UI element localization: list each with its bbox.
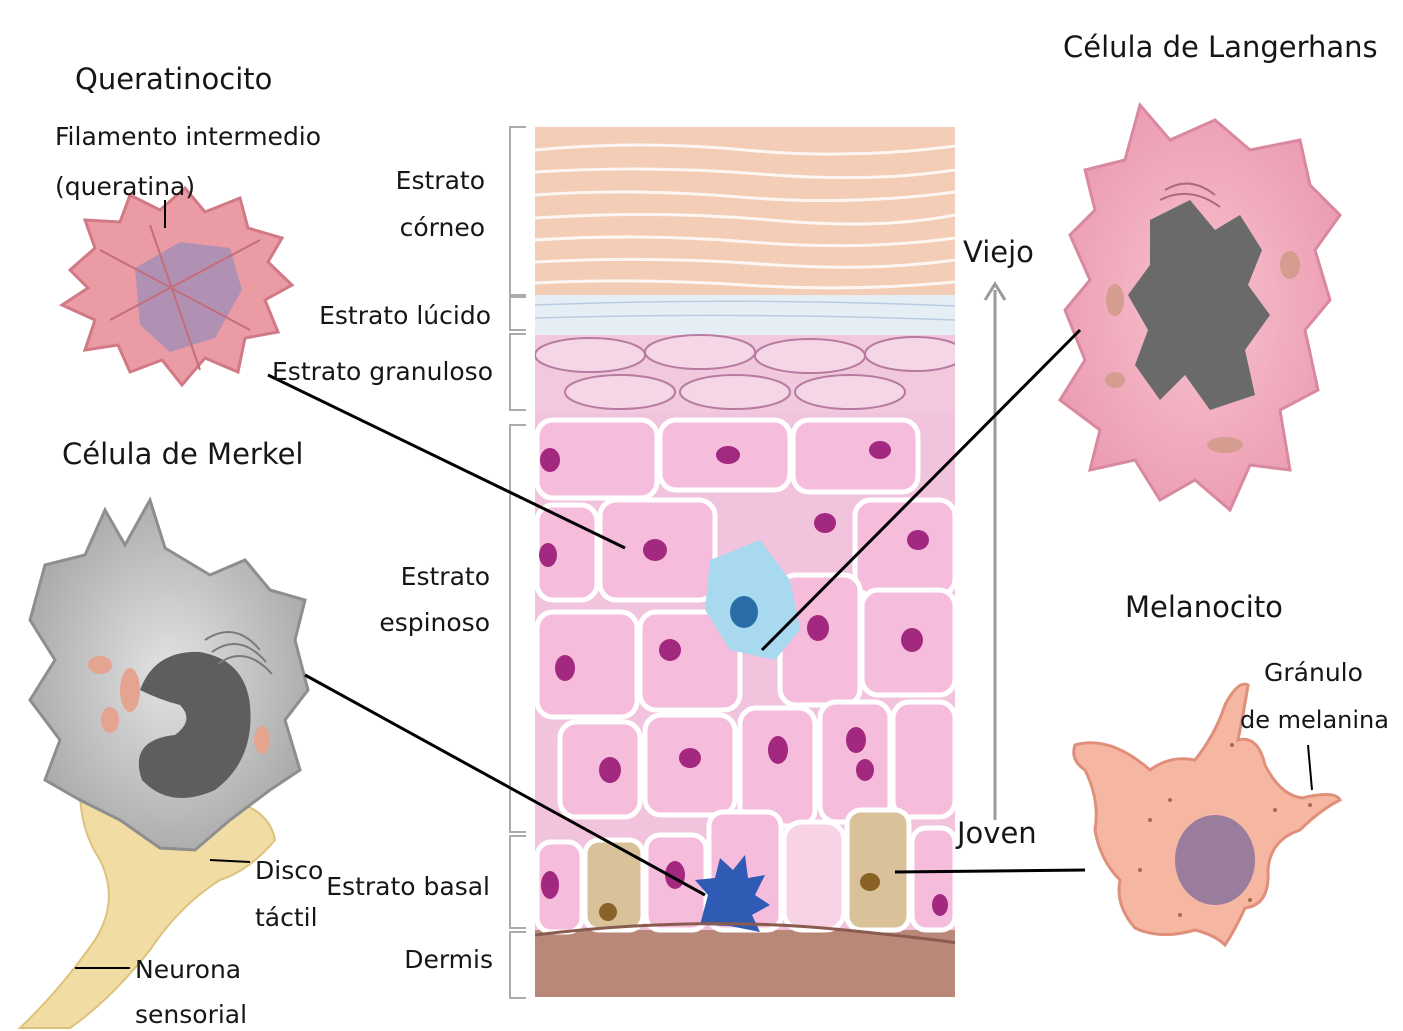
langerhans-cell xyxy=(1060,105,1340,510)
estrato-basal-label: Estrato basal xyxy=(326,872,490,902)
estrato-corneo-label-line2: córneo xyxy=(400,213,485,243)
epidermis-tissue xyxy=(535,127,965,1000)
layer-brackets xyxy=(510,127,526,998)
lucido-layer xyxy=(535,293,955,335)
granulo-label-line1: Gránulo xyxy=(1264,658,1363,688)
queratinocito-title: Queratinocito xyxy=(75,62,272,96)
merkel-cell xyxy=(20,500,308,1028)
viejo-label: Viejo xyxy=(963,235,1034,269)
neurona-label-line1: Neurona xyxy=(135,955,241,985)
neurona-label-line2: sensorial xyxy=(135,1000,247,1030)
disco-label-line1: Disco xyxy=(255,856,323,886)
age-arrow xyxy=(985,284,1005,820)
langerhans-title: Célula de Langerhans xyxy=(1063,30,1378,64)
leader-granulo xyxy=(1308,745,1312,790)
estrato-lucido-label: Estrato lúcido xyxy=(319,301,491,331)
estrato-corneo-label-line1: Estrato xyxy=(396,166,485,196)
disco-label-line2: táctil xyxy=(255,903,318,933)
dermis-label: Dermis xyxy=(404,945,493,975)
langerhans-nucleus xyxy=(730,596,758,628)
leader-melanocyte xyxy=(895,870,1085,872)
filamento-label-line2: (queratina) xyxy=(55,172,195,202)
estrato-espinoso-label-line1: Estrato xyxy=(401,562,490,592)
estrato-espinoso-label-line2: espinoso xyxy=(379,608,490,638)
granulo-label-line2: de melanina xyxy=(1240,706,1389,734)
merkel-title: Célula de Merkel xyxy=(62,437,304,471)
keratinocyte-cell xyxy=(62,188,292,385)
joven-label: Joven xyxy=(957,816,1037,850)
filamento-label-line1: Filamento intermedio xyxy=(55,122,321,152)
melanocito-title: Melanocito xyxy=(1125,590,1283,624)
estrato-granuloso-label: Estrato granuloso xyxy=(272,357,493,387)
